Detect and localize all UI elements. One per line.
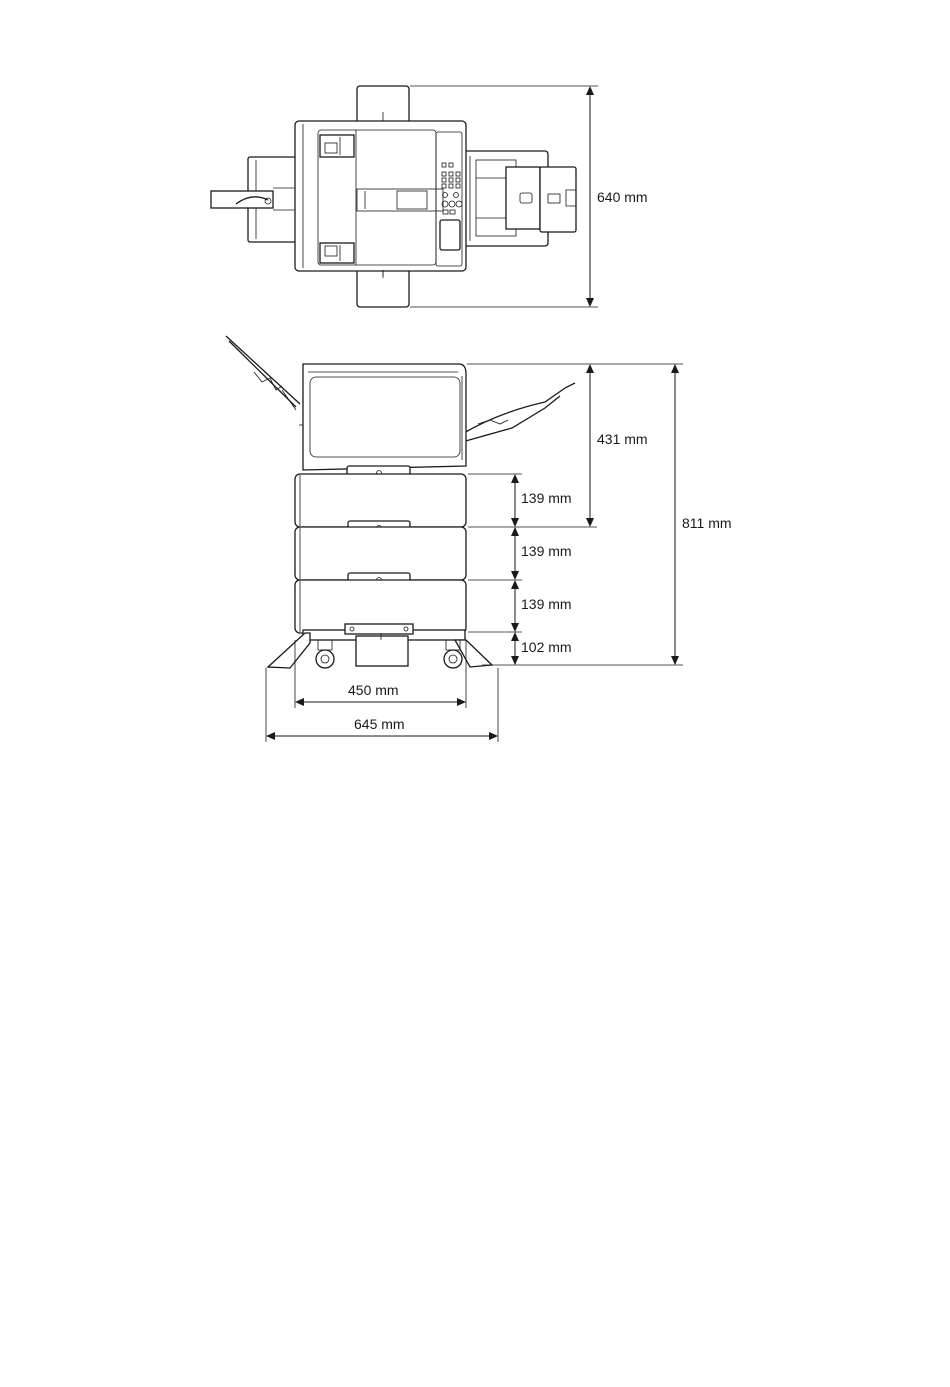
front-view [226,336,683,742]
tray2-height-label: 139 mm [521,543,572,559]
total-width-label: 645 mm [354,716,405,732]
depth-label: 640 mm [597,189,648,205]
body-width-label: 450 mm [348,682,399,698]
printer-height-label: 431 mm [597,431,648,447]
total-height-label: 811 mm [682,515,732,531]
top-view [211,86,598,307]
tray1-height-label: 139 mm [521,490,572,506]
base-height-label: 102 mm [521,639,572,655]
tray3-height-label: 139 mm [521,596,572,612]
